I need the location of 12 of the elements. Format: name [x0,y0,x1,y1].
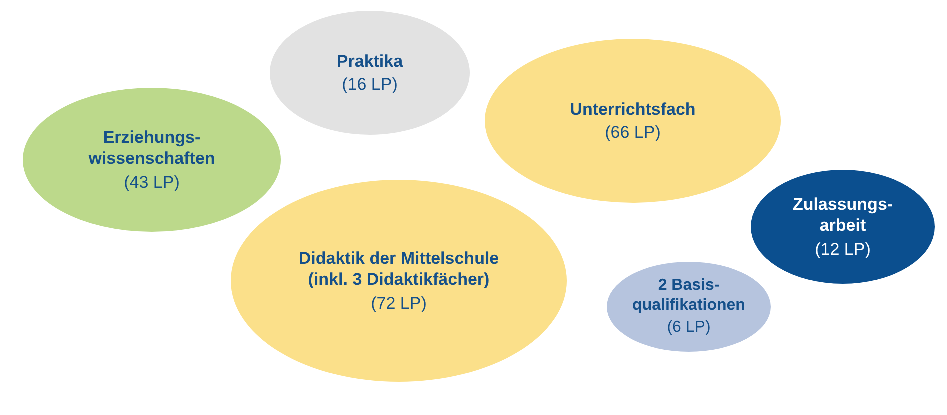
credit-points: (16 LP) [342,74,398,96]
credit-points: (66 LP) [605,122,661,144]
node-title: Erziehungs- wissenschaften [88,127,216,170]
node-title: 2 Basis- qualifikationen [632,276,746,316]
node-title: Zulassungs- arbeit [792,194,894,237]
credit-points: (12 LP) [815,238,871,260]
credit-points: (72 LP) [371,292,427,314]
node-title: Didaktik der Mittelschule (inkl. 3 Didaktikfächer) [298,248,500,291]
node-title: Praktika [336,50,404,72]
node-title: Unterrichtsfach [570,98,696,120]
credit-points: (43 LP) [124,172,180,193]
credit-points: (6 LP) [667,318,711,338]
